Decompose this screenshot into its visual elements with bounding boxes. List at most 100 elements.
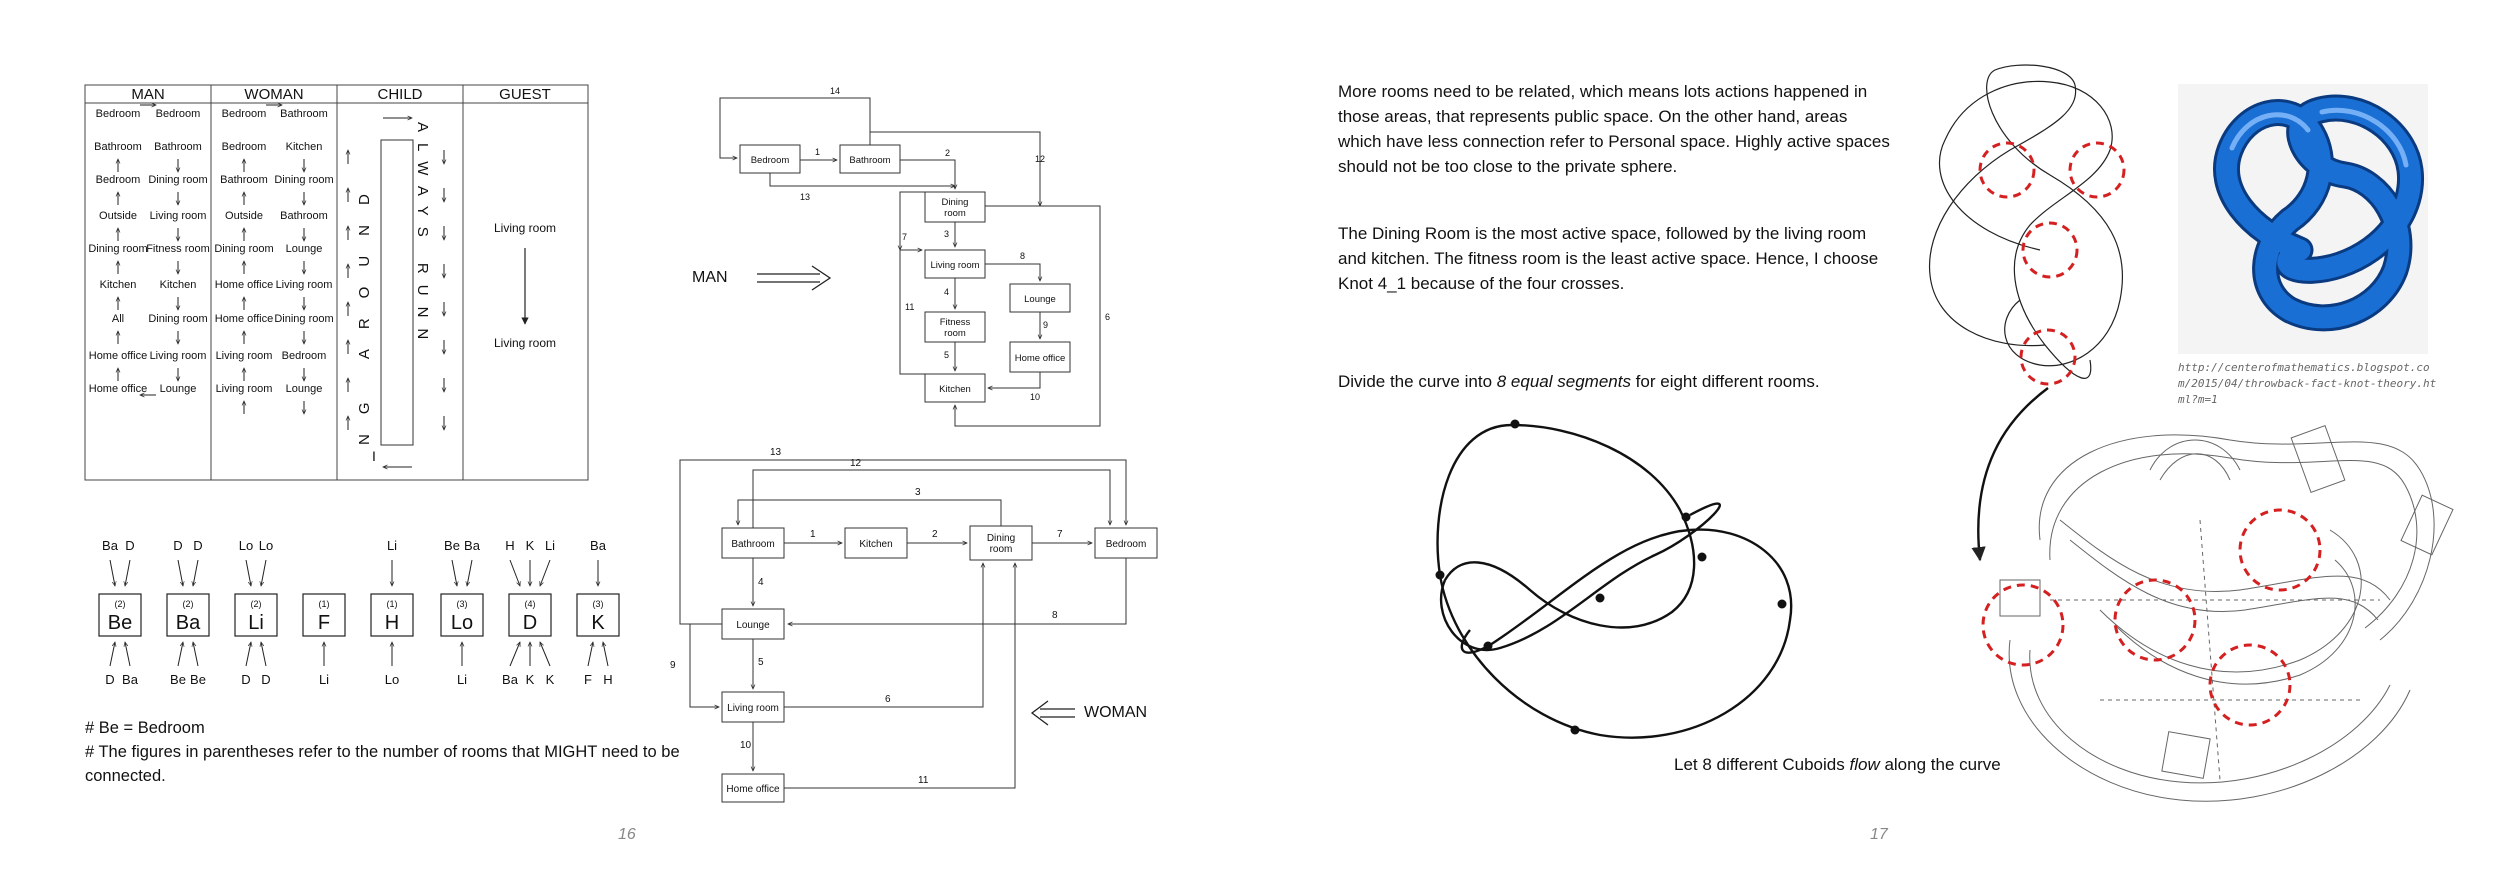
room-cell: Bathroom: [220, 174, 268, 186]
room-box-in-arrow: [125, 642, 131, 667]
woman-edge-number: 4: [758, 577, 764, 588]
room-box-code: Ba: [176, 612, 201, 634]
woman-node-box: [1094, 527, 1158, 559]
guest-to: Living room: [494, 336, 556, 350]
man-node-box: [924, 373, 986, 403]
man-node-label: Kitchen: [939, 384, 971, 395]
man-node-box: [924, 191, 986, 223]
woman-node: Bathroom: [721, 527, 785, 559]
room-box-top-label: D: [125, 538, 134, 553]
room-cell: Home office: [215, 313, 274, 325]
man-edge: [769, 173, 955, 186]
guest-column: Living room Living room: [494, 221, 556, 350]
room-box-bottom-label: D: [105, 672, 114, 687]
room-cell: Kitchen: [286, 141, 323, 153]
room-box-bottom-label: F: [584, 672, 592, 687]
room-cell: Bathroom: [94, 141, 142, 153]
room-box-bottom-label: H: [603, 672, 612, 687]
woman-node-label: Living room: [727, 703, 779, 714]
man-node-label: Dining: [942, 197, 969, 208]
room-box-count: (3): [593, 599, 604, 609]
room-box-top-label: Li: [387, 538, 397, 553]
crossing-markers: [1978, 141, 2126, 386]
room-box-bottom-label: Lo: [385, 672, 399, 687]
room-cell: Bedroom: [96, 174, 141, 186]
woman-node-label: Home office: [726, 784, 780, 795]
room-box-count: (1): [387, 599, 398, 609]
room-box-top-label: Lo: [239, 538, 253, 553]
caption-text-emphasis: flow: [1849, 755, 1880, 774]
cuboid-caption: Let 8 different Cuboids flow along the c…: [1674, 753, 2074, 778]
room-box-frame: [98, 593, 142, 637]
woman-edge-number: 6: [885, 694, 891, 705]
room-box-count: (2): [183, 599, 194, 609]
notes-block: # Be = Bedroom # The figures in parenthe…: [85, 717, 685, 789]
man-edge-number: 7: [902, 232, 907, 242]
room-box-bottom-label: Li: [319, 672, 329, 687]
room-cell: Lounge: [286, 383, 323, 395]
man-node: Home office: [1009, 341, 1071, 373]
room-box-code: D: [523, 612, 537, 634]
room-box-count: (2): [251, 599, 262, 609]
man-edge-number: 4: [944, 287, 949, 297]
child-left-text: NG AROUND: [356, 174, 373, 445]
room-box-in-arrow: [451, 559, 457, 586]
man-edge: [869, 131, 1040, 206]
room-cell: Bedroom: [222, 108, 267, 120]
woman-node: Kitchen: [844, 527, 908, 559]
man-node-label: room: [944, 208, 966, 219]
man-edge-number: 6: [1105, 312, 1110, 322]
child-column: NG AROUND ALWAYS RUNN I: [348, 118, 444, 467]
room-cell: Bathroom: [280, 210, 328, 222]
divide-text-end: for eight different rooms.: [1630, 372, 1820, 391]
man-node-box: [924, 311, 986, 343]
woman-edge: [752, 469, 1110, 528]
room-cell: Dining room: [148, 313, 207, 325]
man-node-label: Bedroom: [751, 155, 790, 166]
room-box-bottom-label: Li: [457, 672, 467, 687]
man-node: Living room: [924, 249, 986, 279]
note-explanation: # The figures in parentheses refer to th…: [85, 742, 680, 785]
room-cell: Living room: [216, 350, 273, 362]
room-box-top-label: Ba: [464, 538, 481, 553]
woman-edge-number: 3: [915, 487, 921, 498]
woman-edge-number: 13: [770, 447, 782, 458]
woman-edge-number: 7: [1057, 529, 1063, 540]
room-box-code: Lo: [451, 612, 473, 634]
room-cell: Home office: [89, 383, 148, 395]
room-cell: All: [112, 313, 124, 325]
woman-edge-number: 10: [740, 740, 752, 751]
room-box-count: (3): [457, 599, 468, 609]
guest-from: Living room: [494, 221, 556, 235]
woman-node: Lounge: [721, 608, 785, 640]
man-node-box: [739, 144, 801, 174]
woman-label: WOMAN: [1084, 704, 1147, 721]
man-node: Bathroom: [839, 144, 901, 174]
man-edge-number: 12: [1035, 154, 1045, 164]
blue-knot-image: [2178, 84, 2428, 354]
room-box-code: K: [591, 612, 605, 634]
room-box-bottom-label: D: [261, 672, 270, 687]
room-box-count: (1): [319, 599, 330, 609]
room-box-in-arrow: [261, 642, 267, 667]
woman-node-label: Lounge: [736, 620, 770, 631]
paragraph-dining-room: The Dining Room is the most active space…: [1338, 224, 1879, 293]
room-box-in-arrow: [109, 559, 115, 586]
cuboid-crossing-markers: [1981, 508, 2322, 727]
room-cell: Bedroom: [96, 108, 141, 120]
caption-text-end: along the curve: [1879, 755, 2001, 774]
room-box-frame: [166, 593, 210, 637]
room-cell: Fitness room: [146, 243, 210, 255]
room-box-frame: [440, 593, 484, 637]
room-box-top-label: Be: [444, 538, 460, 553]
room-box-code: H: [385, 612, 399, 634]
cuboid-flow-sketch: [1999, 424, 2454, 802]
